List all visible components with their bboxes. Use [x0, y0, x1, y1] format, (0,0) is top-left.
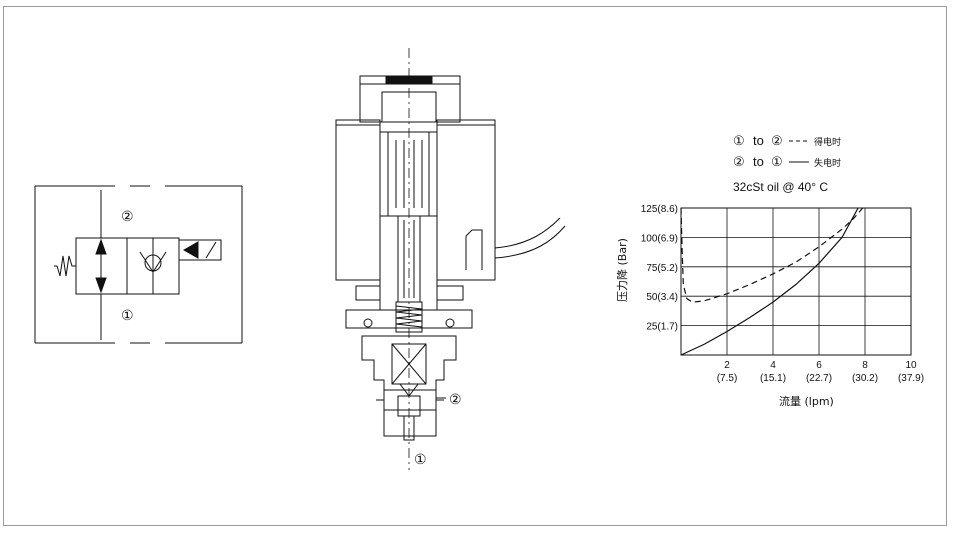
x-tick-label: 2	[724, 360, 730, 371]
x-tick-label: 4	[770, 360, 776, 371]
x-tick-sublabel: (22.7)	[806, 373, 832, 384]
hydraulic-symbol	[34, 185, 243, 344]
x-tick-sublabel: (30.2)	[852, 373, 878, 384]
y-tick-labels: 125(8.6) 100(6.9) 75(5.2) 50(3.4) 25(1.7)	[641, 204, 678, 333]
series-line-solid	[680, 207, 859, 356]
y-tick-label: 75(5.2)	[646, 263, 678, 274]
symbol-port-2-label: ②	[121, 208, 134, 224]
x-tick-sublabel: (7.5)	[717, 373, 738, 384]
x-tick-sublabel: (15.1)	[760, 373, 786, 384]
legend-row1-from: ①	[733, 133, 745, 148]
y-tick-label: 100(6.9)	[641, 233, 678, 244]
section-port-1-label: ①	[414, 451, 427, 467]
legend-row2-dest: ①	[771, 154, 783, 169]
x-tick-label: 10	[905, 360, 917, 371]
valve-section	[335, 48, 566, 470]
x-tick-label: 8	[862, 360, 868, 371]
y-tick-label: 25(1.7)	[646, 322, 678, 333]
x-tick-label: 6	[816, 360, 822, 371]
legend-row1-text: 得电时	[814, 136, 841, 148]
legend-row2-from: ②	[733, 154, 745, 169]
legend: ① to ② 得电时 ② to ① 失电时 32cSt oil @ 40° C	[733, 133, 841, 194]
x-tick-labels: 2 (7.5) 4 (15.1) 6 (22.7) 8 (30.2) 10 (37.9)	[717, 360, 924, 384]
series-line-dashed	[680, 207, 864, 303]
legend-oil-condition: 32cSt oil @ 40° C	[733, 180, 828, 194]
legend-row1-to: to	[753, 133, 764, 148]
symbol-port-1-label: ①	[121, 307, 134, 323]
chart-series	[680, 207, 864, 356]
legend-row2-text: 失电时	[814, 157, 841, 169]
legend-row1-dest: ②	[771, 133, 783, 148]
legend-row2-to: to	[753, 154, 764, 169]
pressure-drop-chart: 125(8.6) 100(6.9) 75(5.2) 50(3.4) 25(1.7) 2 (…	[615, 204, 924, 408]
chart-grid	[681, 208, 911, 355]
y-axis-label: 压力降 (Bar)	[615, 238, 629, 302]
x-tick-sublabel: (37.9)	[898, 373, 924, 384]
section-port-2-label: ②	[449, 391, 462, 407]
y-tick-label: 50(3.4)	[646, 292, 678, 303]
x-axis-label: 流量 (lpm)	[779, 394, 834, 408]
y-tick-label: 125(8.6)	[641, 204, 678, 215]
plot-area	[680, 207, 912, 356]
